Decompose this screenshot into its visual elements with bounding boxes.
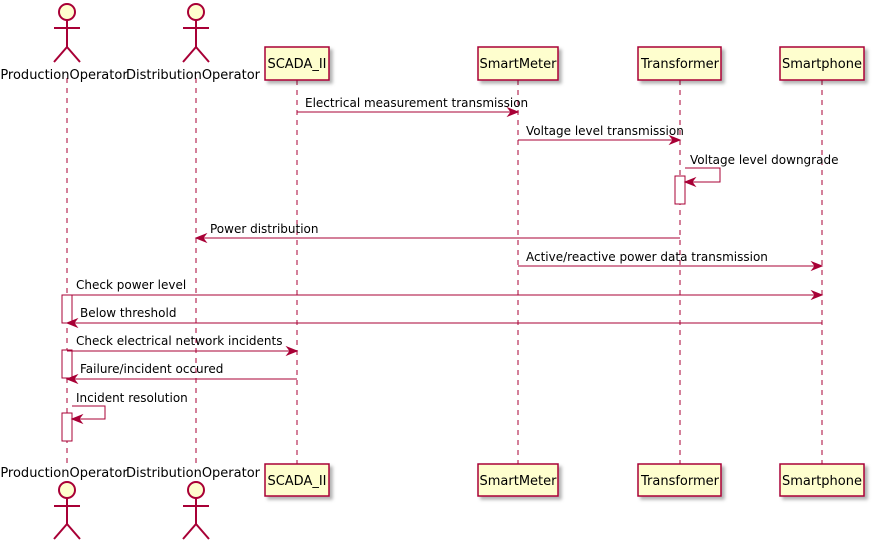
actor-label-production-operator-top: ProductionOperator bbox=[0, 68, 128, 83]
actor-distribution-operator-bottom: DistributionOperator bbox=[126, 466, 261, 540]
message-9-label: Failure/incident occured bbox=[80, 362, 223, 376]
message-10: Incident resolution bbox=[70, 391, 188, 425]
message-7: Below threshold bbox=[65, 306, 822, 329]
message-5-label: Active/reactive power data transmission bbox=[526, 250, 768, 264]
message-2-label: Voltage level transmission bbox=[526, 124, 684, 138]
participant-transformer-top: Transformer bbox=[637, 46, 722, 81]
message-8-label: Check electrical network incidents bbox=[76, 334, 282, 348]
message-5: Active/reactive power data transmission bbox=[518, 250, 824, 272]
message-9: Failure/incident occured bbox=[65, 362, 297, 385]
message-8: Check electrical network incidents bbox=[67, 334, 299, 357]
participant-label-smartphone-top: Smartphone bbox=[782, 57, 862, 72]
activation-production-3 bbox=[61, 412, 73, 442]
participant-scada-top: SCADA_II bbox=[264, 46, 330, 81]
actor-label-distribution-operator-top: DistributionOperator bbox=[126, 68, 261, 83]
message-1: Electrical measurement transmission bbox=[297, 96, 528, 118]
message-6: Check power level bbox=[67, 278, 824, 301]
actor-label-distribution-operator-bottom: DistributionOperator bbox=[126, 466, 261, 481]
participant-label-smartmeter-bottom: SmartMeter bbox=[480, 474, 558, 489]
participant-smartphone-top: Smartphone bbox=[779, 46, 865, 81]
actor-distribution-operator-top: DistributionOperator bbox=[126, 3, 261, 83]
activation-production-1 bbox=[61, 294, 73, 324]
participant-label-smartmeter-top: SmartMeter bbox=[480, 57, 558, 72]
participant-smartmeter-top: SmartMeter bbox=[477, 46, 559, 81]
participant-smartphone-bottom: Smartphone bbox=[779, 463, 865, 497]
participant-label-scada-top: SCADA_II bbox=[267, 57, 326, 72]
participant-smartmeter-bottom: SmartMeter bbox=[477, 463, 559, 497]
activation-production-2 bbox=[61, 349, 73, 379]
message-4-label: Power distribution bbox=[210, 222, 318, 236]
message-7-label: Below threshold bbox=[80, 306, 176, 320]
participant-label-scada-bottom: SCADA_II bbox=[267, 474, 326, 489]
actor-production-operator-bottom: ProductionOperator bbox=[0, 466, 128, 540]
participant-label-smartphone-bottom: Smartphone bbox=[782, 474, 862, 489]
activation-transformer bbox=[674, 175, 686, 205]
message-3-label: Voltage level downgrade bbox=[690, 153, 838, 167]
actor-production-operator-top: ProductionOperator bbox=[0, 3, 128, 83]
message-4: Power distribution bbox=[194, 222, 680, 244]
message-1-label: Electrical measurement transmission bbox=[305, 96, 528, 110]
participant-transformer-bottom: Transformer bbox=[637, 463, 722, 497]
participant-scada-bottom: SCADA_II bbox=[264, 463, 330, 497]
message-6-label: Check power level bbox=[76, 278, 186, 292]
participant-label-transformer-top: Transformer bbox=[640, 57, 720, 72]
participant-label-transformer-bottom: Transformer bbox=[640, 474, 720, 489]
message-3: Voltage level downgrade bbox=[683, 153, 838, 188]
message-2: Voltage level transmission bbox=[518, 124, 684, 146]
message-10-label: Incident resolution bbox=[76, 391, 188, 405]
actor-label-production-operator-bottom: ProductionOperator bbox=[0, 466, 128, 481]
